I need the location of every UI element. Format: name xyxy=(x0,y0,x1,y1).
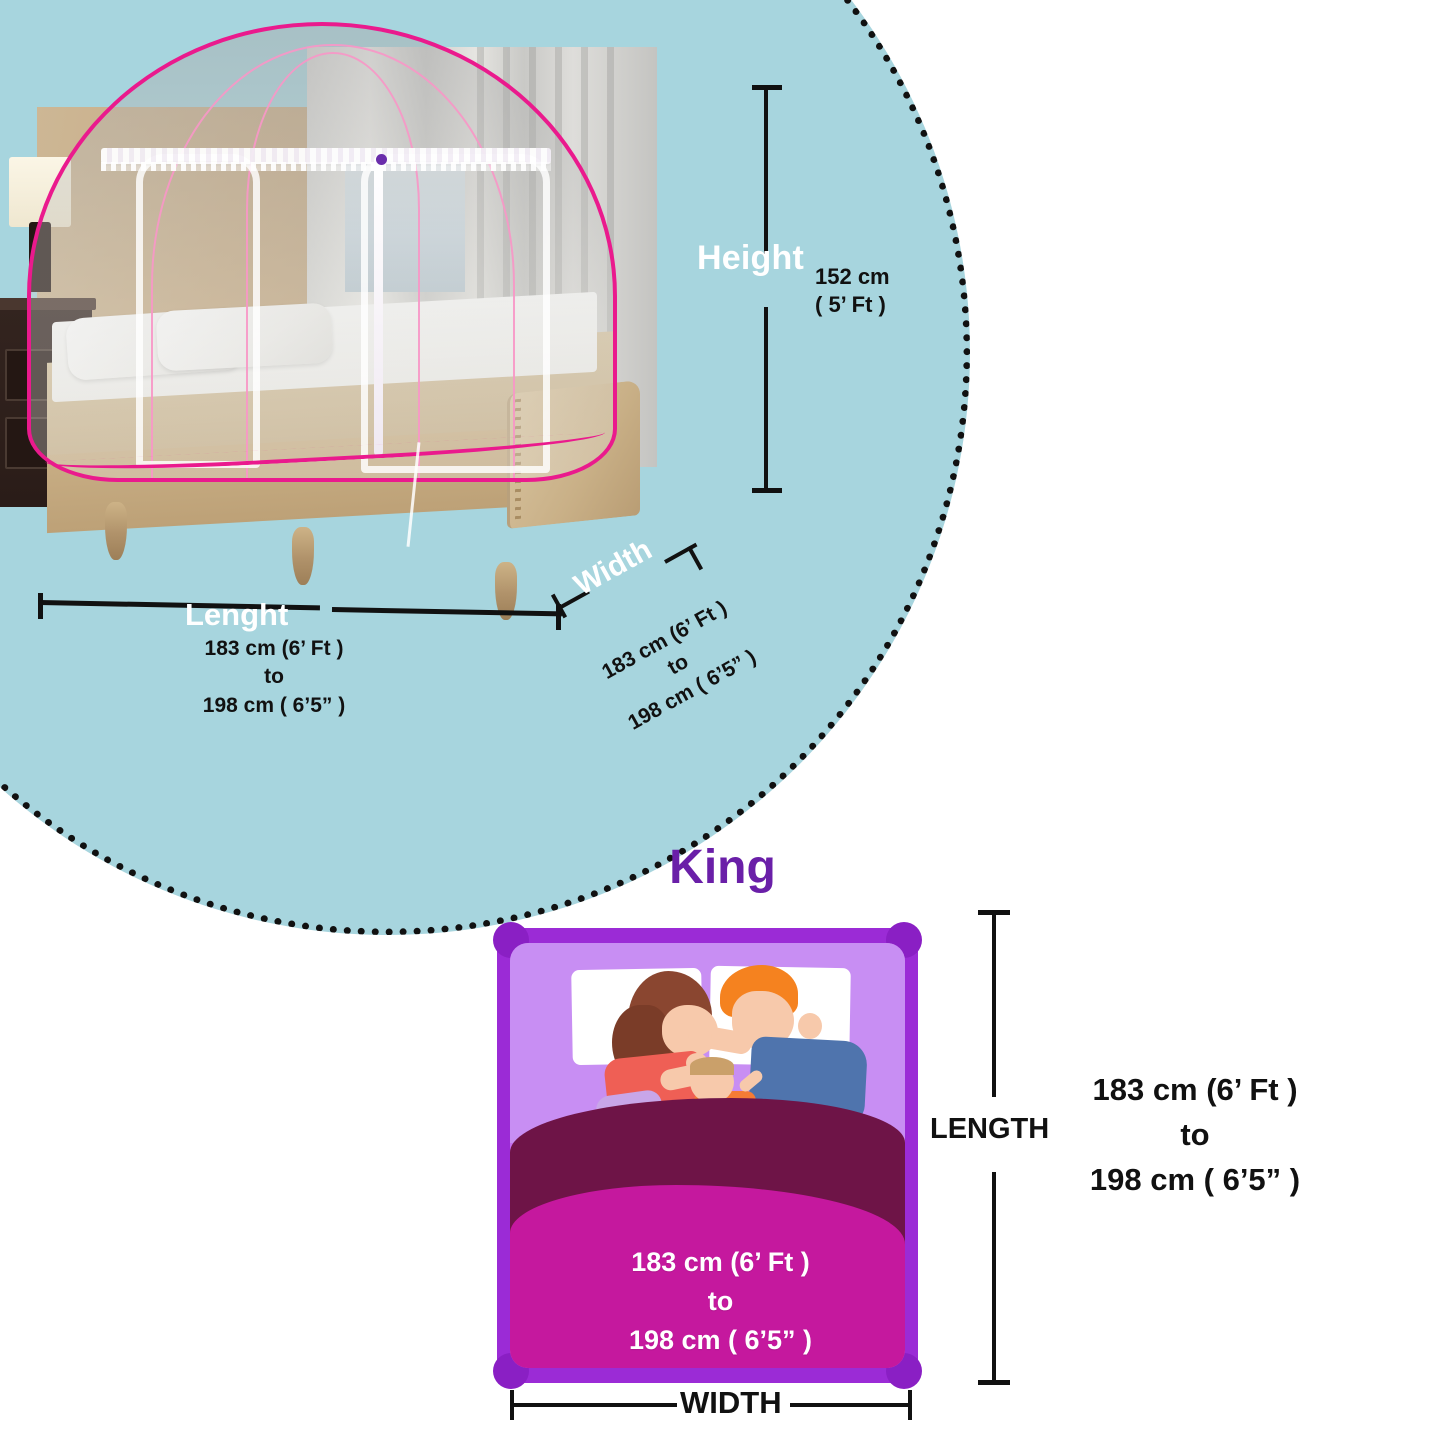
king-size-title: King xyxy=(669,841,776,894)
net-dome xyxy=(27,22,617,482)
height-label: Height xyxy=(697,239,804,277)
length-cap-right xyxy=(556,604,561,630)
height-cap-bottom xyxy=(752,488,782,493)
length2-line-bottom xyxy=(992,1172,996,1384)
bed-dimension-text: 183 cm (6’ Ft ) to 198 cm ( 6’5” ) xyxy=(628,1247,813,1356)
height-value: 152 cm ( 5’ Ft ) xyxy=(815,264,890,317)
width-value: 183 cm (6’ Ft ) to 198 cm ( 6’5” ) xyxy=(598,596,760,735)
blanket-magenta xyxy=(510,1185,905,1368)
king-bed-diagram: 183 cm (6’ Ft ) to 198 cm ( 6’5” ) xyxy=(493,922,922,1389)
length-label: Lenght xyxy=(185,597,289,632)
net-lace-trim xyxy=(101,148,551,164)
height-line-top xyxy=(764,87,768,257)
length-cap-left xyxy=(38,593,43,619)
baby-hair xyxy=(690,1057,734,1075)
father-hand xyxy=(798,1013,822,1039)
bed-mattress: 183 cm (6’ Ft ) to 198 cm ( 6’5” ) xyxy=(510,943,905,1368)
net-door-frame xyxy=(136,154,260,468)
length2-value: 183 cm (6’ Ft ) to 198 cm ( 6’5” ) xyxy=(1089,1072,1301,1197)
bedroom-scene xyxy=(0,7,727,707)
mosquito-net xyxy=(27,22,617,547)
net-lace-frill xyxy=(101,162,551,171)
length2-label: LENGTH xyxy=(930,1113,1050,1145)
bed-leg xyxy=(292,527,314,585)
height-line-bottom xyxy=(764,307,768,492)
bed-leg xyxy=(495,562,517,620)
bed-frame: 183 cm (6’ Ft ) to 198 cm ( 6’5” ) xyxy=(493,922,922,1389)
net-zipper xyxy=(374,156,383,456)
father-hand xyxy=(688,1023,712,1047)
width2-line-left xyxy=(512,1403,677,1407)
length-value: 183 cm (6’ Ft ) to 198 cm ( 6’5” ) xyxy=(202,637,346,717)
length2-cap-bottom xyxy=(978,1380,1010,1385)
circle-clip: Height 152 cm ( 5’ Ft ) Lenght 183 cm (6… xyxy=(0,0,963,928)
bed-leg xyxy=(105,502,127,560)
net-door-frame xyxy=(361,154,550,473)
width-dimension-group: Width 183 cm (6’ Ft ) to 198 cm ( 6’5” ) xyxy=(550,533,795,735)
width2-line-right xyxy=(790,1403,912,1407)
length2-line-top xyxy=(992,912,996,1097)
product-photo-circle: Height 152 cm ( 5’ Ft ) Lenght 183 cm (6… xyxy=(0,0,970,935)
net-rib xyxy=(151,44,515,478)
net-zipper-pull xyxy=(376,154,387,165)
width2-label: WIDTH xyxy=(680,1385,782,1420)
net-rib xyxy=(246,52,420,478)
width2-cap-right xyxy=(908,1390,912,1420)
